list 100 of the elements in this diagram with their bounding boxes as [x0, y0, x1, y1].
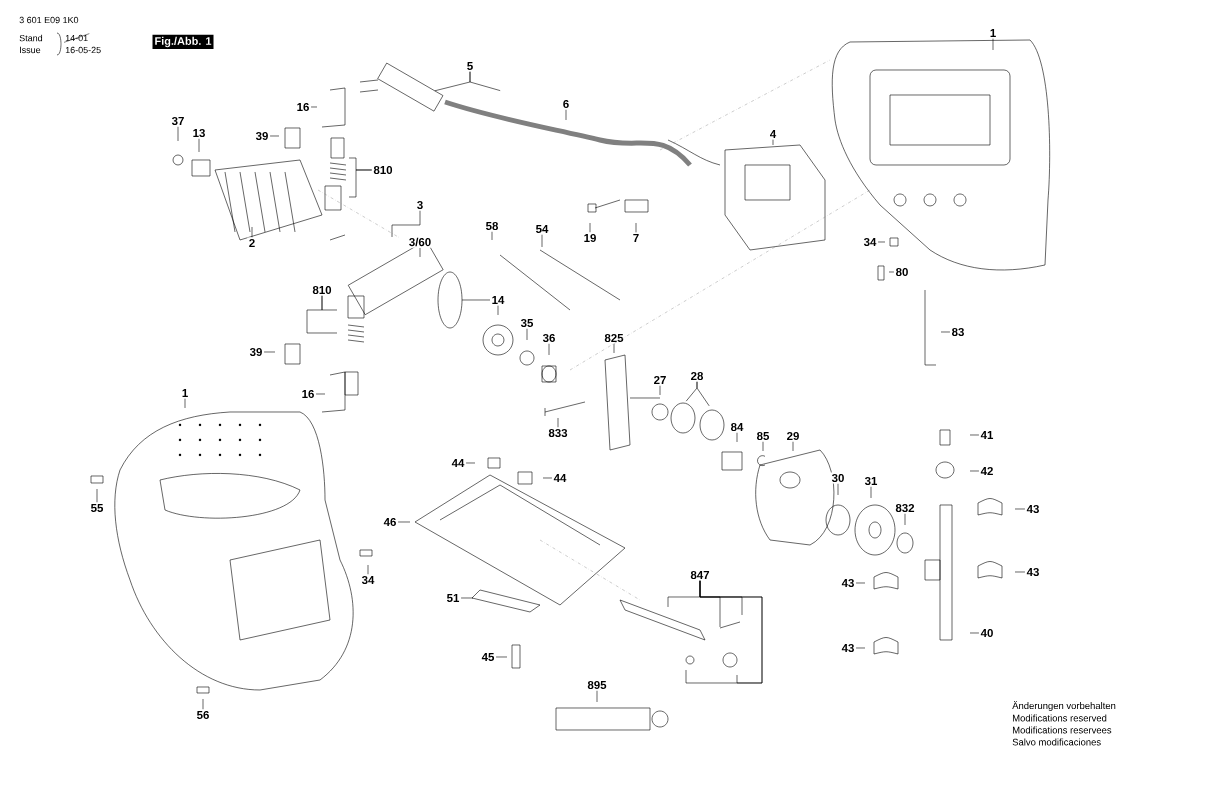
- leader-line: [635, 222, 637, 233]
- leader-line: [542, 477, 553, 479]
- callout-number: 36: [541, 332, 557, 344]
- callout-number: 810: [310, 284, 334, 296]
- leader-line: [940, 331, 951, 333]
- leader-line: [306, 295, 338, 334]
- note-text: Modifications reserved: [1013, 714, 1107, 722]
- callout-number: 16: [295, 101, 311, 113]
- leader-line: [460, 597, 474, 599]
- figure-label: Fig./Abb. 1: [152, 34, 214, 50]
- leader-line: [877, 241, 886, 243]
- leader-line: [263, 351, 276, 353]
- callout-number: 13: [191, 127, 207, 139]
- note-text: Salvo modificaciones: [1012, 738, 1101, 746]
- leader-line: [497, 305, 499, 316]
- callout-number: 39: [248, 346, 264, 358]
- callout-number: 55: [89, 502, 105, 514]
- leader-line: [685, 580, 763, 684]
- leader-line: [465, 462, 476, 464]
- leader-line: [1014, 508, 1026, 510]
- callout-number: 832: [893, 502, 917, 514]
- leader-line: [177, 126, 179, 142]
- leader-line: [596, 690, 598, 703]
- callout-number: 42: [979, 465, 995, 477]
- leader-line: [548, 343, 550, 356]
- leader-line: [557, 417, 559, 428]
- callout-number: 56: [195, 709, 211, 721]
- leader-line: [348, 169, 373, 198]
- callout-number: 43: [1025, 503, 1041, 515]
- leader-line: [855, 582, 866, 584]
- header-text: 16-05-25: [65, 46, 101, 54]
- callout-number: 7: [631, 232, 641, 244]
- leader-line: [696, 381, 710, 407]
- callout-number: 825: [602, 332, 626, 344]
- leader-line: [772, 139, 774, 146]
- header-text: Issue: [20, 46, 41, 54]
- callout-number: 34: [360, 574, 376, 586]
- leader-line: [391, 210, 421, 238]
- leader-line: [792, 441, 794, 452]
- callout-number: 34: [862, 236, 878, 248]
- leader-line: [589, 222, 591, 233]
- leader-line: [269, 135, 280, 137]
- note-text: Modifications reservees: [1013, 726, 1112, 734]
- callout-number: 58: [484, 220, 500, 232]
- callout-number: 5: [465, 60, 475, 72]
- leader-line: [969, 434, 980, 436]
- callout-number: 833: [546, 427, 570, 439]
- leader-line: [419, 247, 421, 258]
- callout-number: 847: [688, 569, 712, 581]
- callout-number: 45: [480, 651, 496, 663]
- leader-line: [613, 343, 615, 354]
- callout-number: 3/60: [407, 236, 433, 248]
- header-text: 3 601 E09 1K0: [19, 16, 79, 24]
- callout-number: 1: [988, 27, 998, 39]
- leader-line: [96, 488, 98, 503]
- callout-number: 85: [755, 430, 771, 442]
- leader-line: [992, 38, 994, 51]
- leader-line: [855, 647, 866, 649]
- callout-number: 44: [450, 457, 466, 469]
- struck-date: 14-01: [63, 33, 90, 43]
- callout-number: 4: [768, 128, 778, 140]
- callout-number: 51: [445, 592, 461, 604]
- leader-line: [469, 71, 501, 91]
- leader-line: [315, 393, 326, 395]
- leader-line: [198, 138, 200, 153]
- leader-line: [762, 441, 764, 452]
- callout-number: 810: [371, 164, 395, 176]
- leader-line: [888, 271, 895, 273]
- note-text: Änderungen vorbehalten: [1012, 701, 1116, 711]
- callout-number: 2: [247, 237, 257, 249]
- callout-number: 14: [490, 294, 506, 306]
- callout-number: 80: [894, 266, 910, 278]
- leader-line: [904, 513, 906, 526]
- callout-number: 54: [534, 223, 550, 235]
- callout-number: 83: [950, 326, 966, 338]
- leader-line: [541, 234, 543, 248]
- leader-line: [367, 564, 369, 575]
- callout-number: 43: [1025, 566, 1041, 578]
- leader-line: [310, 106, 318, 108]
- leader-line: [184, 398, 186, 409]
- callout-number: 29: [785, 430, 801, 442]
- leader-line: [837, 483, 839, 496]
- callout-number: 37: [170, 115, 186, 127]
- leader-line: [736, 432, 738, 443]
- leader-line: [969, 470, 980, 472]
- callout-number: 6: [561, 98, 571, 110]
- leader-line: [202, 698, 204, 710]
- callout-number: 41: [979, 429, 995, 441]
- leader-line: [526, 328, 528, 341]
- leader-line: [1014, 571, 1026, 573]
- callout-number: 43: [840, 642, 856, 654]
- leader-line: [969, 632, 980, 634]
- callout-number: 30: [830, 472, 846, 484]
- callout-number: 39: [254, 130, 270, 142]
- callout-number: 19: [582, 232, 598, 244]
- callout-number: 84: [729, 421, 745, 433]
- leader-line: [495, 656, 508, 658]
- leader-line: [870, 486, 872, 499]
- leader-line: [397, 521, 411, 523]
- leader-line: [565, 109, 567, 121]
